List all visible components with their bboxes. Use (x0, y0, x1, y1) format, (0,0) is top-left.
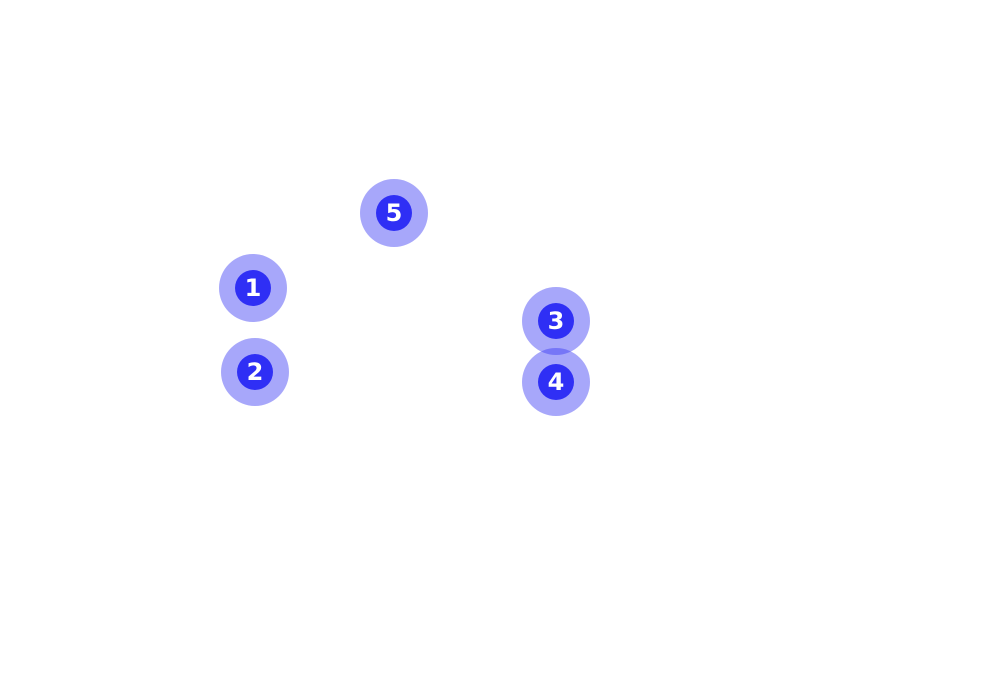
click-marker-3[interactable]: 3 (522, 287, 590, 355)
click-marker-4[interactable]: 4 (522, 348, 590, 416)
click-marker-5[interactable]: 5 (360, 179, 428, 247)
marker-label: 2 (237, 354, 273, 390)
marker-label: 5 (376, 195, 412, 231)
click-marker-1[interactable]: 1 (219, 254, 287, 322)
click-marker-2[interactable]: 2 (221, 338, 289, 406)
marker-label: 4 (538, 364, 574, 400)
marker-label: 1 (235, 270, 271, 306)
marker-label: 3 (538, 303, 574, 339)
